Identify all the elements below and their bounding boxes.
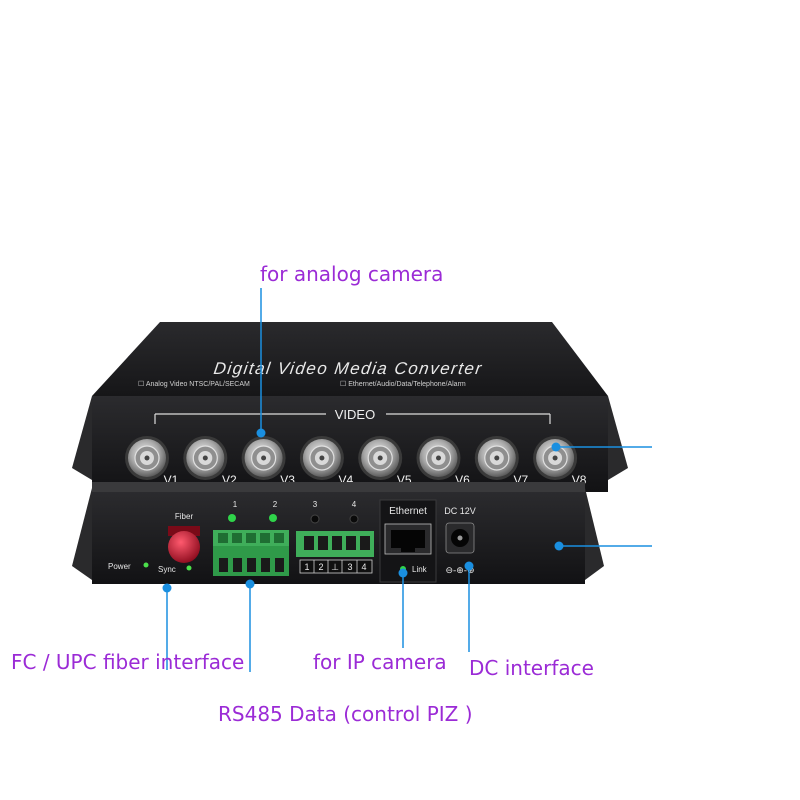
- dc-jack[interactable]: [445, 522, 475, 554]
- callout-rs485: RS485 Data (control PIZ ): [218, 702, 473, 726]
- lower-unit: Fiber Power Sync 1 2 3 4: [72, 482, 604, 584]
- ethernet-port[interactable]: [384, 523, 432, 555]
- callout-markers: [162, 428, 564, 593]
- data-terminal-block[interactable]: 1 2 ⊥ 3 4: [296, 531, 374, 574]
- led-label-2: 2: [273, 500, 278, 509]
- bnc-port-v2[interactable]: V2: [183, 436, 237, 487]
- link-label: Link: [412, 565, 428, 574]
- marker-ethernet: [398, 568, 408, 578]
- upper-unit: Digital Video Media Converter ☐ Analog V…: [72, 322, 628, 492]
- rs485-terminal-block[interactable]: [213, 530, 289, 576]
- callout-analog-camera: for analog camera: [260, 262, 444, 286]
- callout-leaders: [166, 288, 652, 672]
- bnc-port-v1[interactable]: V1: [125, 436, 179, 487]
- bnc-port-v6[interactable]: V6: [416, 436, 471, 487]
- ethernet-label: Ethernet: [389, 506, 427, 517]
- power-label: Power: [108, 562, 131, 571]
- marker-fiber: [162, 583, 172, 593]
- led-2: [269, 514, 277, 522]
- led-label-4: 4: [352, 500, 357, 509]
- marker-chassis: [554, 541, 564, 551]
- sync-led: [186, 565, 192, 571]
- terminal-label-1: 1: [304, 562, 309, 572]
- terminal-label-ground: ⊥: [331, 562, 339, 572]
- callout-fiber-interface: FC / UPC fiber interface: [11, 650, 245, 674]
- led-label-1: 1: [233, 500, 238, 509]
- fiber-connector[interactable]: [168, 531, 200, 563]
- marker-dc: [464, 561, 474, 571]
- led-3: [310, 514, 320, 524]
- upper-top-panel: [92, 322, 608, 396]
- callout-ip-camera: for IP camera: [313, 650, 447, 674]
- marker-video-port: [551, 442, 561, 452]
- bnc-port-v3[interactable]: V3: [241, 436, 296, 487]
- terminal-label-2: 2: [318, 562, 323, 572]
- led-1: [228, 514, 236, 522]
- dc-label: DC 12V: [444, 506, 476, 516]
- terminal-label-4: 4: [361, 562, 366, 572]
- upper-front-panel: [92, 396, 608, 492]
- bnc-port-v4[interactable]: V4: [299, 436, 354, 487]
- led-label-3: 3: [313, 500, 318, 509]
- device-title: Digital Video Media Converter: [212, 359, 484, 378]
- marker-analog-camera: [256, 428, 266, 438]
- bnc-port-v5[interactable]: V5: [358, 436, 412, 487]
- dc-polarity: ⊖-⊕-⊕: [445, 566, 474, 576]
- power-led: [143, 562, 149, 568]
- top-left-caption: ☐ Analog Video NTSC/PAL/SECAM: [138, 380, 250, 388]
- terminal-label-3: 3: [347, 562, 352, 572]
- video-group-label: VIDEO: [335, 407, 375, 422]
- top-right-caption: ☐ Ethernet/Audio/Data/Telephone/Alarm: [340, 380, 466, 388]
- led-4: [349, 514, 359, 524]
- fiber-label: Fiber: [175, 512, 194, 521]
- marker-rs485: [245, 579, 255, 589]
- sync-label: Sync: [158, 565, 176, 574]
- callout-dc-interface: DC interface: [469, 656, 594, 680]
